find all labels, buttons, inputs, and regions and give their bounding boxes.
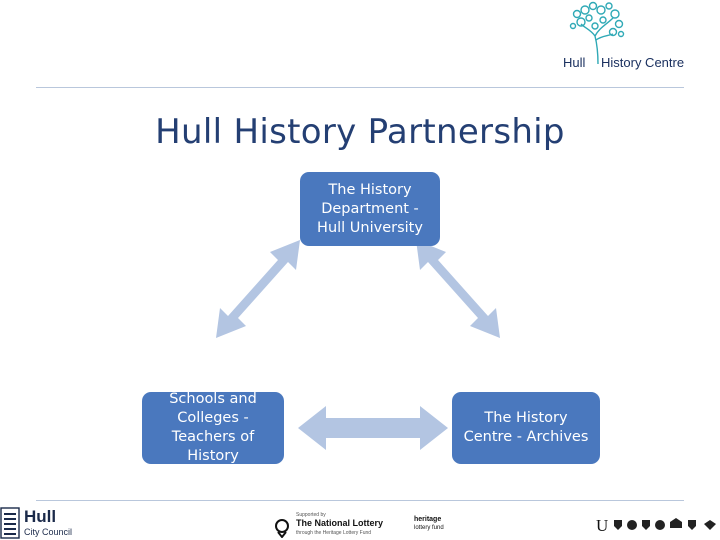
lottery-subtext: through the Heritage Lottery Fund <box>296 530 372 536</box>
council-crest-icon <box>0 507 20 539</box>
tree-icon <box>569 1 625 65</box>
supported-by-text: Supported by <box>296 512 326 518</box>
arrow-top-right <box>416 240 500 338</box>
hull-city-council-logo: Hull City Council <box>0 505 90 540</box>
footer-divider <box>36 500 684 501</box>
node-history-centre: The History Centre - Archives <box>452 392 600 464</box>
heritage-lottery-fund-logo: heritage lottery fund <box>414 516 458 538</box>
university-crests-icon <box>614 518 716 530</box>
arrow-horizontal <box>298 406 448 450</box>
logo-word-hull: Hull <box>563 55 586 70</box>
node-schools-colleges-label: Schools and Colleges - Teachers of Histo… <box>169 391 257 464</box>
hull-history-centre-logo: Hull History Centre <box>555 0 685 72</box>
page-title: Hull History Partnership <box>155 112 565 152</box>
node-schools-colleges: Schools and Colleges - Teachers of Histo… <box>142 391 284 464</box>
node-history-centre-label: The History Centre - Archives <box>463 410 589 445</box>
logo-word-history-centre: History Centre <box>601 55 685 70</box>
national-lottery-logo: Supported by The National Lottery throug… <box>270 512 410 540</box>
hlf-line2: lottery fund <box>414 525 444 531</box>
council-name-line2: City Council <box>24 527 73 537</box>
node-history-department: The History Department - Hull University <box>300 172 440 246</box>
council-name-line1: Hull <box>24 507 57 526</box>
lottery-crossed-fingers-icon <box>275 519 289 538</box>
university-logo: U <box>596 512 720 540</box>
university-prefix: U <box>596 516 609 535</box>
header-divider <box>36 87 684 88</box>
node-history-department-label: The History Department - Hull University <box>317 181 423 236</box>
lottery-name: The National Lottery <box>296 518 384 528</box>
hlf-line1: heritage <box>414 516 442 523</box>
arrow-top-left <box>216 240 300 338</box>
